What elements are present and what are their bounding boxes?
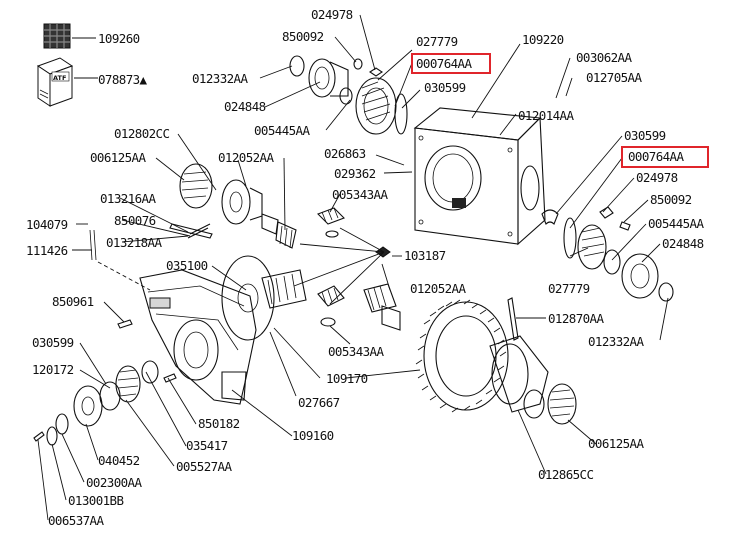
part-label: 024848 <box>224 99 266 114</box>
part-label: 005445AA <box>648 216 704 231</box>
part-label: 012052AA <box>410 281 466 296</box>
part-label: 005527AA <box>176 459 232 474</box>
part-label: 120172 <box>32 362 74 377</box>
part-label: 006537AA <box>48 513 104 528</box>
part-label: 850092 <box>282 29 324 44</box>
part-label: 035100 <box>166 258 208 273</box>
lower-left-bearing-stack <box>33 319 177 446</box>
part-label: 003062AA <box>576 50 632 65</box>
part-label: 104079 <box>26 217 68 232</box>
top-flange-group <box>289 55 408 135</box>
part-label: 012332AA <box>588 334 644 349</box>
part-label: 030599 <box>32 335 74 350</box>
part-label: 024978 <box>311 7 353 22</box>
part-label: 850076 <box>114 213 156 228</box>
part-label: 850182 <box>198 416 240 431</box>
part-label: 006125AA <box>90 150 146 165</box>
part-label: 006125AA <box>588 436 644 451</box>
part-label: 013001BB <box>68 493 123 508</box>
part-label: 030599 <box>424 80 466 95</box>
right-flange-group <box>541 206 674 302</box>
part-label: 109220 <box>522 32 564 47</box>
part-label: 012052AA <box>218 150 274 165</box>
part-label-highlighted: 000764AA <box>416 56 472 71</box>
part-label: 030599 <box>624 128 666 143</box>
part-label: 111426 <box>26 243 68 258</box>
part-labels: 024978 850092 012332AA 024848 027779 000… <box>26 7 705 528</box>
part-label: 026863 <box>324 146 366 161</box>
legend-code-oil: 078873▲ <box>98 72 148 87</box>
gearbox-housing <box>413 107 546 246</box>
part-label: 850092 <box>650 192 692 207</box>
part-label: 012865CC <box>538 467 593 482</box>
part-label: 029362 <box>334 166 376 181</box>
part-label: 109170 <box>326 371 368 386</box>
part-label: 005343AA <box>328 344 384 359</box>
part-label: 850961 <box>52 294 94 309</box>
lower-casing <box>139 269 257 405</box>
highlight-box-top <box>411 53 491 74</box>
part-label: 035417 <box>186 438 228 453</box>
part-label: 027667 <box>298 395 340 410</box>
part-label-highlighted: 000764AA <box>628 149 684 164</box>
part-label: 013216AA <box>100 191 156 206</box>
oil-bottle-icon <box>36 57 74 107</box>
leader-lines <box>37 14 669 521</box>
part-label: 103187 <box>404 248 446 263</box>
part-label: 012332AA <box>192 71 248 86</box>
legend-code-sealant: 109260 <box>98 31 140 46</box>
part-label: 040452 <box>98 453 140 468</box>
part-label: 002300AA <box>86 475 142 490</box>
ring-gear-group <box>415 297 577 425</box>
part-label: 027779 <box>548 281 590 296</box>
part-label: 109160 <box>292 428 334 443</box>
oil-brand-text: ATF <box>53 74 66 82</box>
part-label: 027779 <box>416 34 458 49</box>
part-label: 012802CC <box>114 126 169 141</box>
sealant-tube-icon <box>43 23 71 49</box>
part-label: 005445AA <box>254 123 310 138</box>
part-label: 024978 <box>636 170 678 185</box>
left-input-group <box>169 163 297 249</box>
part-label: 012014AA <box>518 108 574 123</box>
highlight-box-right <box>621 146 709 168</box>
center-gear-group <box>221 207 401 341</box>
part-label: 005343AA <box>332 187 388 202</box>
part-label: 024848 <box>662 236 704 251</box>
part-label: 012870AA <box>548 311 604 326</box>
part-label: 013218AA <box>106 235 162 250</box>
part-label: 012705AA <box>586 70 642 85</box>
